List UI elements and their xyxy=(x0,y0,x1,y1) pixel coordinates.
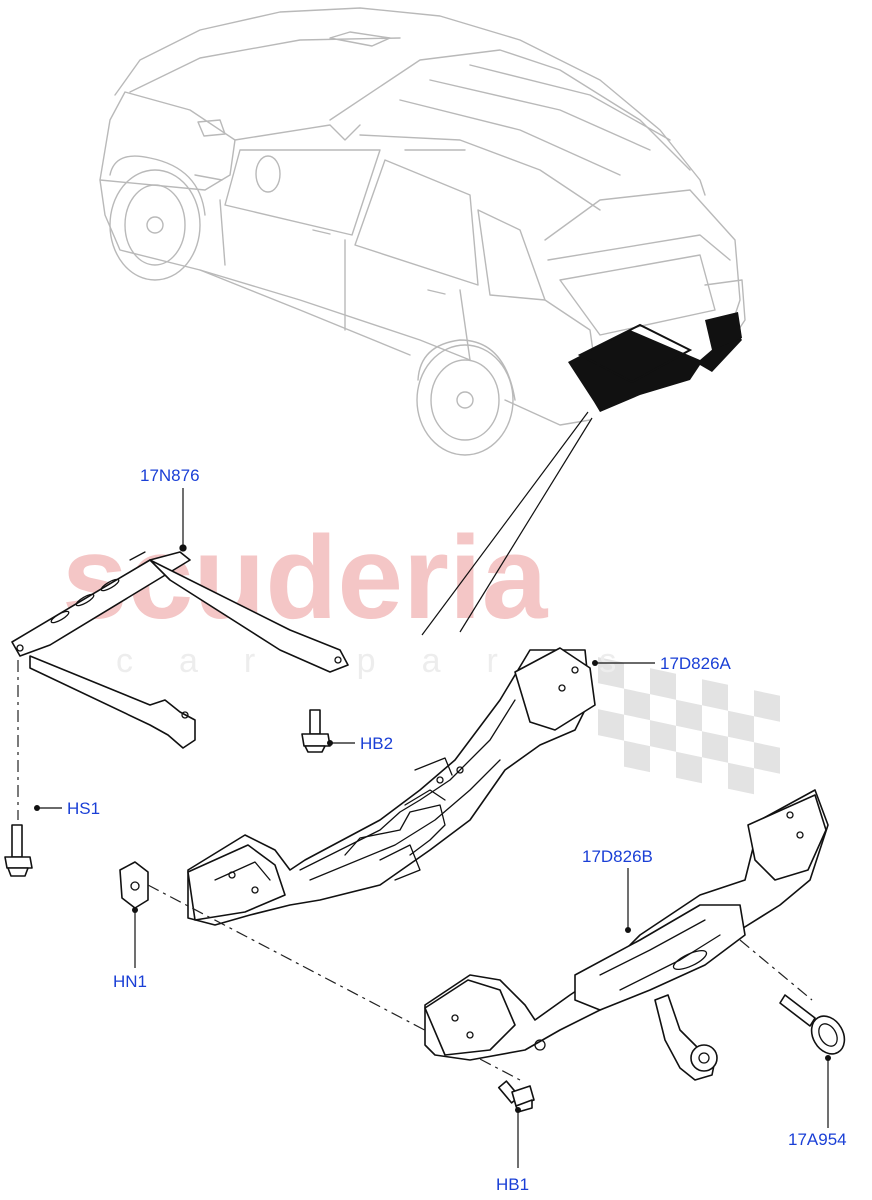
callout-17D826A: 17D826A xyxy=(660,654,732,673)
callout-HB2: HB2 xyxy=(360,734,393,753)
vehicle-outline xyxy=(99,7,746,456)
towbar-vehicle-location xyxy=(568,312,742,412)
callout-HB1: HB1 xyxy=(496,1175,529,1194)
bolt-hb2 xyxy=(301,709,331,753)
wiring-bracket-17N876 xyxy=(11,544,349,749)
towing-eye-17A954 xyxy=(779,994,846,1055)
cage-nut-hn1 xyxy=(119,861,149,909)
callout-HN1: HN1 xyxy=(113,972,147,991)
crossmember-17D826B xyxy=(424,789,829,1081)
callout-leaders xyxy=(34,488,831,1168)
callout-17N876: 17N876 xyxy=(140,466,200,485)
callout-17D826B: 17D826B xyxy=(582,847,653,866)
dashline-17A954 xyxy=(739,939,813,1001)
leader-car-to-part xyxy=(421,411,589,636)
crossmember-17D826A xyxy=(187,647,596,926)
callout-17A954: 17A954 xyxy=(788,1130,847,1149)
leader-car-to-part xyxy=(459,417,593,633)
callout-HS1: HS1 xyxy=(67,799,100,818)
checkered-flag-logo xyxy=(598,657,780,795)
callout-labels: 17N876 17D826A HB2 HS1 17D826B HN1 17A95… xyxy=(67,466,847,1194)
stud-hs1 xyxy=(4,824,33,877)
bolt-hb1 xyxy=(497,1080,535,1113)
